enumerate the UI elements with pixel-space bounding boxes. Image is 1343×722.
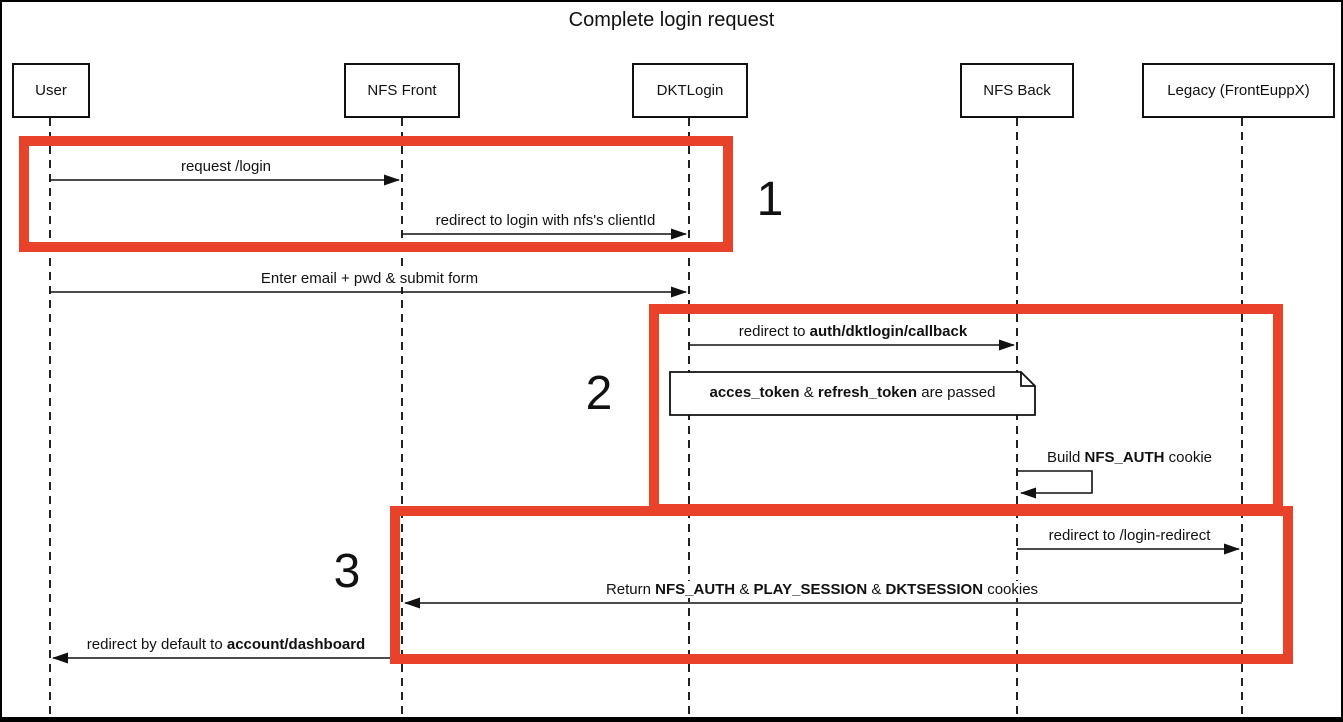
actor-box-nfs-front: NFS Front xyxy=(344,63,460,118)
actor-box-user: User xyxy=(12,63,90,118)
note-label-tokens-passed: acces_token & refresh_token are passed xyxy=(709,384,996,401)
message-label-build-cookie: Build NFS_AUTH cookie xyxy=(1046,449,1213,466)
message-label-return-cookies: Return NFS_AUTH & PLAY_SESSION & DKTSESS… xyxy=(605,581,1039,598)
actor-label: User xyxy=(35,82,67,99)
message-label-request-login: request /login xyxy=(180,158,272,175)
arrow-build-cookie-selfloop xyxy=(1017,470,1093,499)
step-number-1: 1 xyxy=(756,173,784,226)
note-box-fold xyxy=(1020,372,1035,387)
actor-box-legacy: Legacy (FrontEuppX) xyxy=(1142,63,1335,118)
step-number-2: 2 xyxy=(585,367,613,420)
message-label-redirect-dashboard: redirect by default to account/dashboard xyxy=(86,636,366,653)
actor-label: NFS Front xyxy=(367,82,437,99)
diagram-title: Complete login request xyxy=(568,9,775,31)
message-label-redirect-callback: redirect to auth/dktlogin/callback xyxy=(738,323,968,340)
actor-label: NFS Back xyxy=(983,82,1051,99)
actor-box-dktlogin: DKTLogin xyxy=(632,63,748,118)
actor-label: DKTLogin xyxy=(656,82,724,99)
message-label-login-redirect: redirect to /login-redirect xyxy=(1048,527,1211,544)
message-label-redirect-clientid: redirect to login with nfs's clientId xyxy=(435,212,656,229)
message-label-enter-email: Enter email + pwd & submit form xyxy=(260,270,479,287)
actor-box-nfs-back: NFS Back xyxy=(960,63,1074,118)
step-number-3: 3 xyxy=(333,545,361,598)
actor-label: Legacy (FrontEuppX) xyxy=(1167,82,1310,99)
note-box xyxy=(669,371,1036,416)
